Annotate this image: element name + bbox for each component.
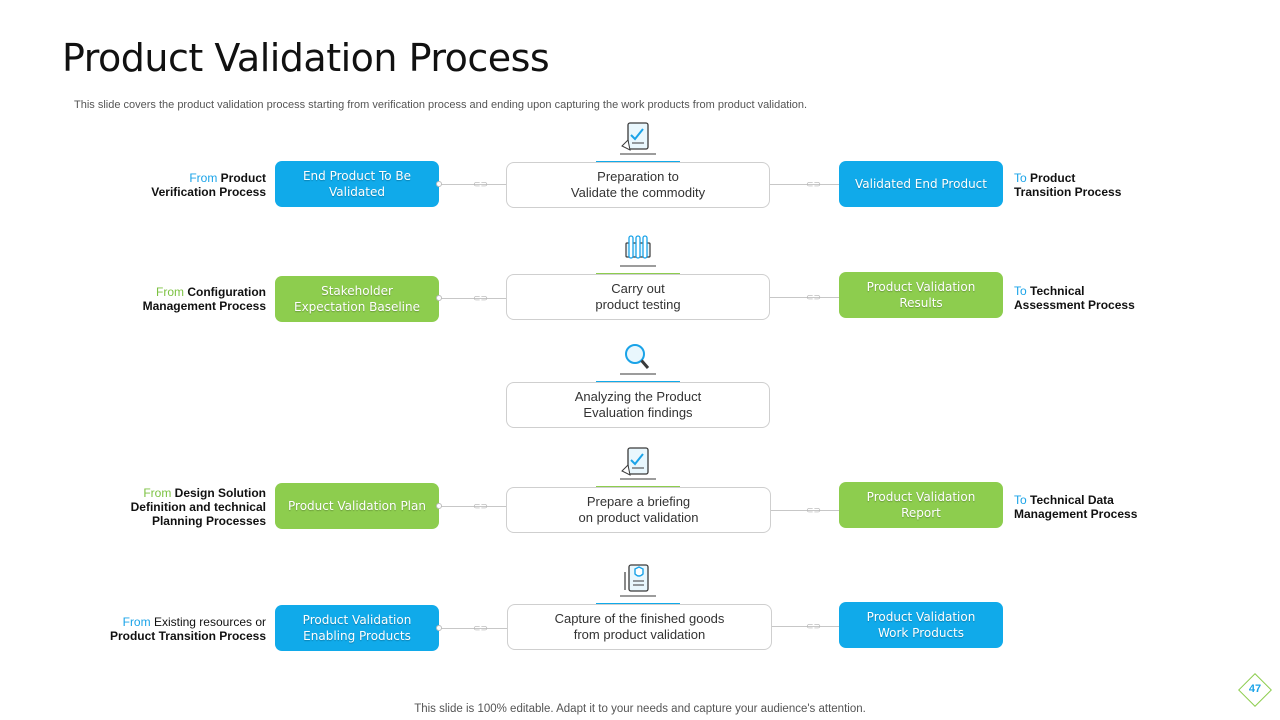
row-4-left-connector (439, 506, 506, 507)
slide-footer: This slide is 100% editable. Adapt it to… (414, 703, 866, 715)
row-4-left-dot (436, 503, 442, 509)
row-1-left-pill[interactable]: End Product To Be Validated (275, 161, 439, 207)
row-2-icon-group (596, 232, 680, 276)
page-number-badge: 47 (1238, 673, 1272, 707)
row-3-icon-group (596, 340, 680, 384)
row-5-left-dot (436, 625, 442, 631)
row-4-icon-group (596, 445, 680, 489)
checklist-document-icon (620, 447, 656, 480)
row-1-right-connector (770, 184, 839, 185)
row-2-left-link-icon: ⊂⊃ (473, 293, 489, 303)
row-5-right-pill[interactable]: Product Validation Work Products (839, 602, 1003, 648)
slide-subtitle: This slide covers the product validation… (74, 99, 808, 111)
row-2-left-dot (436, 295, 442, 301)
row-2-right-link-icon: ⊂⊃ (806, 292, 822, 302)
row-5-right-connector (772, 626, 839, 627)
certificate-document-icon (620, 564, 656, 597)
page-number: 47 (1248, 683, 1262, 695)
row-4-left-link-icon: ⊂⊃ (473, 501, 489, 511)
checklist-document-icon (620, 122, 656, 155)
row-1-left-dot (436, 181, 442, 187)
row-4-left-label: From Design Solution Definition and tech… (130, 486, 266, 528)
row-5-left-connector (439, 628, 507, 629)
row-2-left-pill[interactable]: Stakeholder Expectation Baseline (275, 276, 439, 322)
row-4-right-link-icon: ⊂⊃ (806, 505, 822, 515)
row-5-left-link-icon: ⊂⊃ (473, 623, 489, 633)
slide-title: Product Validation Process (62, 36, 550, 80)
magnifier-icon (620, 344, 656, 375)
test-tubes-icon (620, 235, 656, 267)
row-2-right-connector (770, 297, 839, 298)
row-5-icon-group (596, 562, 680, 606)
row-4-left-pill[interactable]: Product Validation Plan (275, 483, 439, 529)
row-2-left-connector (439, 298, 506, 299)
row-4-right-pill[interactable]: Product Validation Report (839, 482, 1003, 528)
row-4-right-connector (771, 510, 839, 511)
row-1-right-link-icon: ⊂⊃ (806, 179, 822, 189)
row-2-right-pill[interactable]: Product Validation Results (839, 272, 1003, 318)
row-4-right-label: To Technical Data Management Process (1014, 493, 1138, 521)
row-5-right-link-icon: ⊂⊃ (806, 621, 822, 631)
row-2-left-label: From Configuration Management Process (142, 285, 266, 313)
row-1-right-label: To Product Transition Process (1014, 171, 1122, 199)
row-5-left-label: From Existing resources or Product Trans… (109, 615, 266, 643)
row-1-icon-group (596, 120, 680, 164)
row-1-left-link-icon: ⊂⊃ (473, 179, 489, 189)
row-1-left-label: From Product Verification Process (151, 171, 266, 199)
row-1-left-connector (439, 184, 506, 185)
row-1-right-pill[interactable]: Validated End Product (839, 161, 1003, 207)
row-2-right-label: To Technical Assessment Process (1014, 284, 1135, 312)
row-5-left-pill[interactable]: Product Validation Enabling Products (275, 605, 439, 651)
